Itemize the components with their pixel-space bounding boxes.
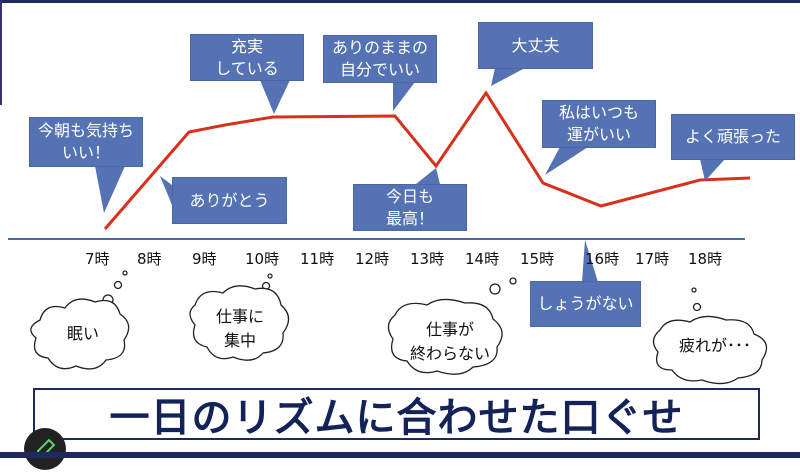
time-label: 14時 (465, 250, 500, 268)
callout-as-i-am: ありのままの 自分でいい (323, 35, 437, 83)
time-label: 15時 (520, 250, 555, 268)
callout-well-done: よく頑張った (671, 114, 795, 160)
time-label: 11時 (300, 250, 335, 268)
callout-best-today: 今日も 最高！ (353, 184, 467, 231)
slide-title: 一日のリズムに合わせた口ぐせ (33, 388, 760, 441)
mood-line (103, 90, 751, 230)
diagram-canvas (8, 68, 768, 385)
thought-sleepy: 眠い (66, 324, 99, 343)
time-label: 16時 (585, 250, 620, 268)
time-label: 8時 (137, 250, 162, 268)
pen-tool-button[interactable] (24, 428, 66, 470)
pencil-icon (37, 438, 56, 457)
thought-bubbles (30, 270, 768, 385)
callout-fulfilled: 充実 している (190, 34, 304, 81)
callout-cant-help: しょうがない (530, 281, 641, 327)
callout-thanks: ありがとう (172, 177, 287, 224)
thought-tired: 疲れが･･･ (678, 336, 751, 355)
time-label: 17時 (635, 250, 670, 268)
time-label: 7時 (85, 250, 110, 268)
thought-unfinished: 仕事が 終わらない (409, 320, 490, 363)
time-label: 12時 (355, 250, 390, 268)
bottom-border (0, 452, 800, 458)
time-label: 9時 (192, 250, 217, 268)
time-label: 18時 (688, 250, 723, 268)
callout-tails (95, 68, 725, 282)
top-border (0, 0, 800, 3)
time-label: 13時 (410, 250, 445, 268)
time-label: 10時 (245, 250, 280, 268)
callout-morning: 今朝も気持ち いい！ (29, 117, 143, 167)
left-border (0, 0, 2, 105)
callout-okay: 大丈夫 (478, 22, 593, 69)
thought-focus: 仕事に 集中 (215, 307, 264, 350)
callout-lucky: 私はいつも 運がいい (542, 100, 656, 148)
